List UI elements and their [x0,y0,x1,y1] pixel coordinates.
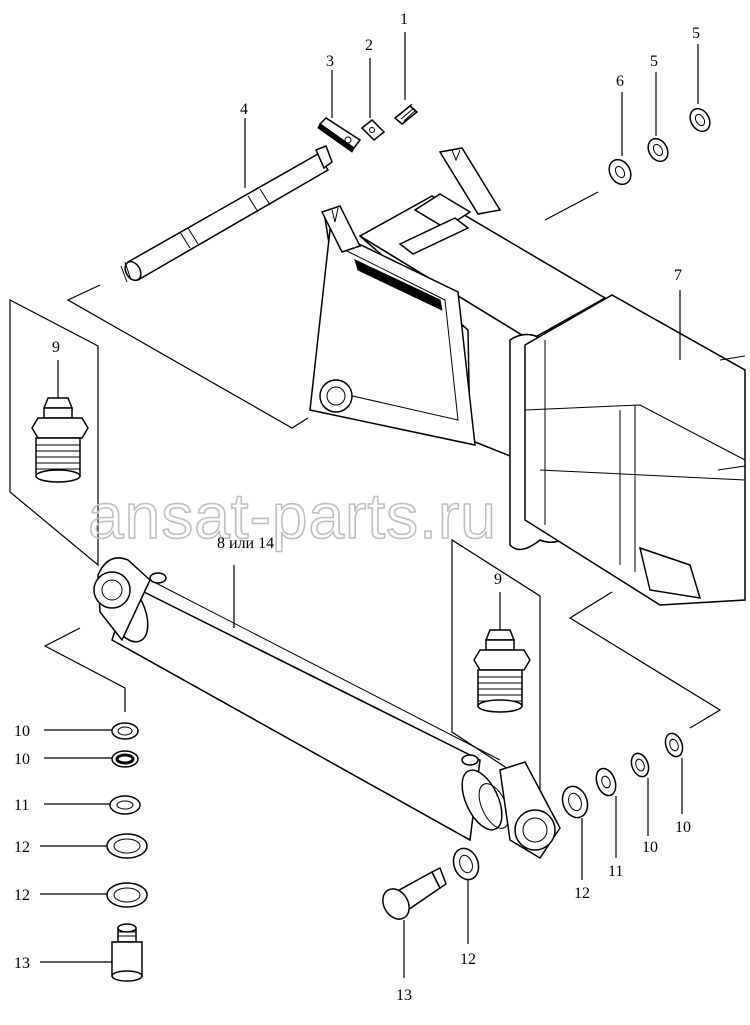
part-11-washer-right [595,767,617,858]
part-7-boom-frame [309,147,746,606]
part-9-fitting-right [451,538,541,792]
part-5-ring-b [689,44,711,133]
part-12-bushing-right-b [452,847,480,944]
part-4-axle [120,118,333,283]
callout-5-b: 5 [650,53,658,70]
callout-3: 3 [326,53,334,70]
part-1-bolt [393,32,419,125]
callout-10-right-a: 10 [642,839,658,856]
part-10-ring-right-b [664,732,684,814]
part-12-bushing-left-b [40,882,148,908]
part-9-fitting-left [9,299,99,567]
callout-10-right-b: 10 [675,819,691,836]
callout-13-left: 13 [14,955,30,972]
callout-12-left-a: 12 [14,839,30,856]
part-2-plate [360,58,386,142]
callout-12-right-a: 12 [574,885,590,902]
part-11-washer-left [44,795,141,815]
part-12-bushing-left-a [40,833,148,859]
part-10-ring-right-a [630,752,650,836]
part-10-ring-left-a [44,722,139,740]
callout-8-or-14: 8 или 14 [217,535,274,552]
leader-frame-to-cylinder [568,591,722,729]
watermark-text: ansat-parts.ru [88,480,497,552]
part-3-lock-plate [317,70,362,153]
callout-12-left-b: 12 [14,887,30,904]
callout-6: 6 [616,73,624,90]
callout-10-left-b: 10 [14,751,30,768]
callout-9-right: 9 [494,571,502,588]
leader-axle-to-frame [66,284,309,429]
part-5-ring-a [647,72,669,163]
callout-10-left-a: 10 [14,723,30,740]
callout-12-right-b: 12 [460,951,476,968]
callout-11-right: 11 [608,863,623,880]
callout-7: 7 [674,267,682,284]
callout-4: 4 [240,101,248,118]
callout-2: 2 [365,37,373,54]
part-6-washer [608,92,632,186]
part-10-ring-left-b [44,750,139,768]
part-13-pin-right [382,866,447,978]
callout-9-left: 9 [52,339,60,356]
callout-11-left: 11 [14,797,29,814]
leader-cylinder-to-left-parts [43,627,126,712]
part-8-hydraulic-cylinder [93,557,561,860]
part-12-bushing-right-a [561,785,589,880]
part-13-pin-left [40,923,143,982]
callout-13-right: 13 [396,987,412,1004]
leader-washers-to-frame [544,191,599,221]
callout-1: 1 [400,11,408,28]
callout-5-a: 5 [692,25,700,42]
